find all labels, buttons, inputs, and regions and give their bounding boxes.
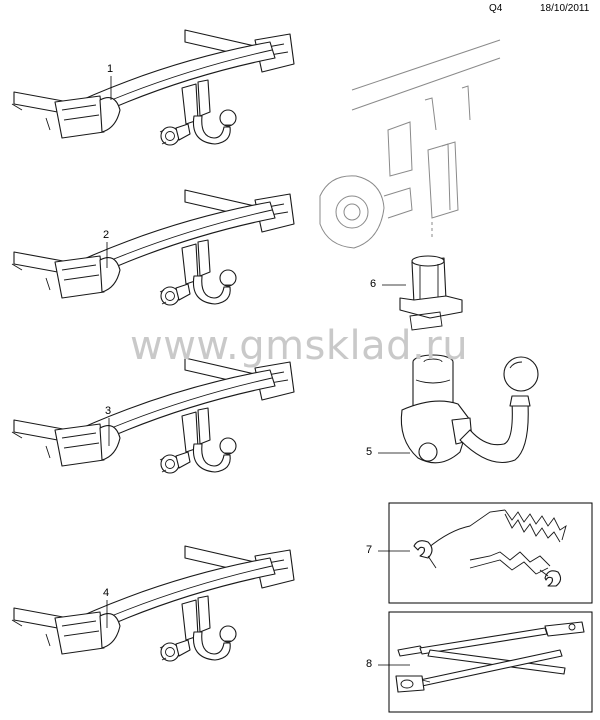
callout-8: 8 bbox=[366, 658, 373, 670]
callout-1: 1 bbox=[107, 63, 114, 75]
callout-7: 7 bbox=[366, 544, 373, 556]
tow-bar-variant-4 bbox=[11, 545, 295, 662]
tow-bar-variant-2 bbox=[11, 189, 295, 306]
vehicle-underbody bbox=[319, 39, 501, 249]
callout-4: 4 bbox=[103, 587, 110, 599]
tow-bar-rods-part-8 bbox=[395, 621, 585, 693]
tow-bar-variant-1 bbox=[11, 29, 295, 146]
tow-rope-part-7 bbox=[413, 509, 567, 587]
page-date: 18/10/2011 bbox=[540, 3, 590, 14]
detachable-ball-neck-part-5 bbox=[400, 354, 539, 464]
tow-rope-box bbox=[388, 502, 593, 604]
callout-2: 2 bbox=[103, 229, 110, 241]
callout-3: 3 bbox=[105, 405, 112, 417]
page-code: Q4 bbox=[489, 3, 503, 14]
callout-6: 6 bbox=[370, 278, 377, 290]
watermark-text: www.gmsklad.ru bbox=[130, 323, 469, 369]
callout-5: 5 bbox=[366, 446, 373, 458]
receiver-socket-part-6 bbox=[399, 255, 463, 331]
tow-bar-variant-3 bbox=[11, 357, 295, 474]
